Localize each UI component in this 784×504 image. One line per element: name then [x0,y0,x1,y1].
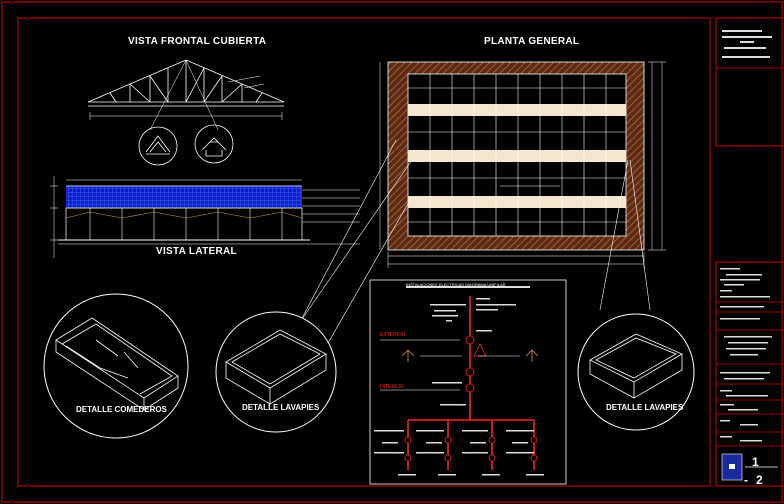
electrical-interior-label: INTERIOR [380,384,404,390]
sheet-total: 2 [756,473,763,487]
front-view-title: VISTA FRONTAL CUBIERTA [128,36,266,47]
roof-truss-front-view [87,59,285,131]
sheet-dash: - [744,473,748,487]
title-block [715,17,783,487]
detail-comederos-label: DETALLE COMEDEROS [76,405,168,414]
general-plan [379,61,666,268]
detail-comederos [43,293,189,439]
sheet-number: 1 [752,455,759,469]
side-view-title: VISTA LATERAL [156,246,237,257]
detail-lavapies-left [215,311,337,433]
detail-lavapies-left-label: DETALLE LAVAPIES [242,403,320,412]
electrical-single-line-diagram [369,279,567,485]
corridor-2 [408,150,626,162]
side-view [50,176,360,258]
corridor-3 [408,196,626,208]
truss-detail-circles [138,124,234,166]
plan-title: PLANTA GENERAL [484,36,579,47]
inner-frame [17,17,711,487]
electrical-exterior-label: EXTERIOR [380,332,406,338]
electrical-diagram-title: INSTALACIONES ELECTRICAS DIAGRAMA UNIFIL… [406,282,506,287]
detail-lavapies-right [577,313,695,431]
corridor-1 [408,104,626,116]
detail-lavapies-right-label: DETALLE LAVAPIES [606,403,684,412]
